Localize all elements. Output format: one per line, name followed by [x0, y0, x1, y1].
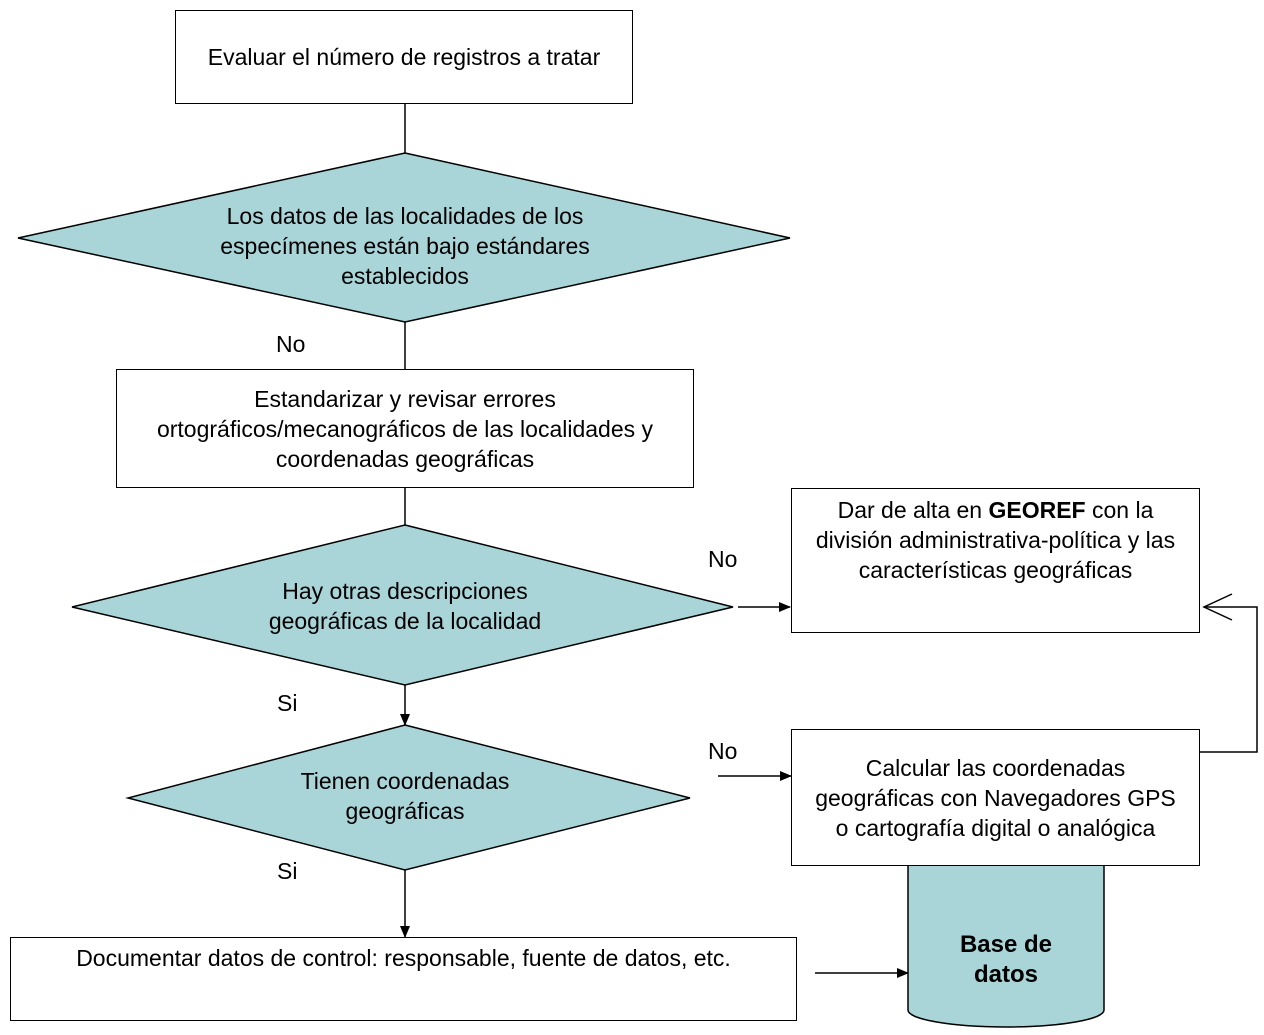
edge-label-no-2: No: [708, 546, 738, 572]
decision-estandares-text: Los datos de las localidades de los espe…: [220, 203, 590, 289]
connector-calcular-to-georef: [1200, 606, 1258, 753]
process-evaluar-text: Evaluar el número de registros a tratar: [207, 44, 601, 70]
edge-label-si-1: Si: [277, 690, 298, 716]
process-documentar: Documentar datos de control: responsable…: [10, 937, 797, 1021]
decision-coordenadas-text: Tienen coordenadas geográficas: [300, 768, 510, 824]
edge-label-no-3: No: [708, 738, 738, 764]
process-documentar-text: Documentar datos de control: responsable…: [76, 945, 731, 971]
process-georef: Dar de alta en GEOREF con la división ad…: [791, 488, 1200, 633]
process-georef-text: Dar de alta en GEOREF con la división ad…: [815, 497, 1176, 583]
process-estandarizar: Estandarizar y revisar errores ortográfi…: [116, 369, 694, 488]
process-evaluar-registros: Evaluar el número de registros a tratar: [175, 10, 633, 104]
process-calcular-text: Calcular las coordenadas geográficas con…: [815, 754, 1176, 841]
georef-keyword: GEOREF: [988, 497, 1086, 523]
open-arrowhead-georef: [1202, 593, 1233, 621]
process-estandarizar-text: Estandarizar y revisar errores ortográfi…: [156, 385, 654, 472]
process-calcular-coordenadas: Calcular las coordenadas geográficas con…: [791, 729, 1200, 866]
database-label: Base de datos: [959, 931, 1053, 988]
edge-label-si-2: Si: [277, 858, 298, 884]
edge-label-no-1: No: [276, 331, 306, 357]
decision-otras-descripciones-text: Hay otras descripciones geográficas de l…: [268, 578, 542, 634]
